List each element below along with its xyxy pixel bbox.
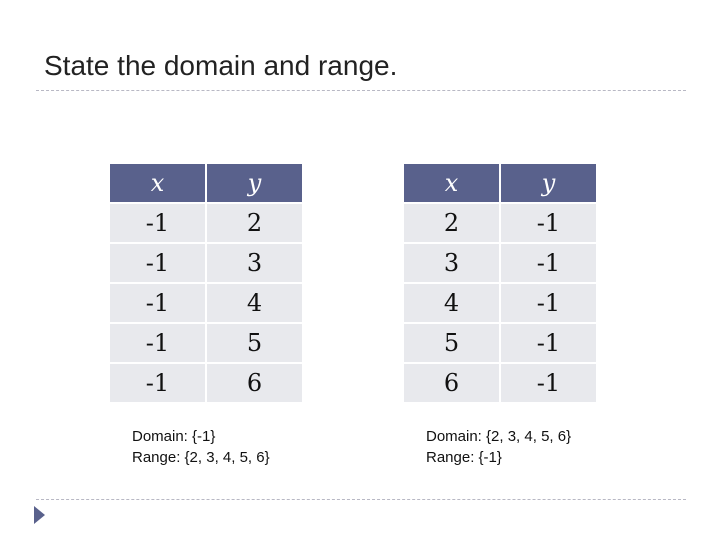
cell-y: -1 (501, 244, 596, 282)
triangle-bullet-icon (34, 506, 45, 524)
answer-right: Domain: {2, 3, 4, 5, 6} Range: {-1} (426, 426, 616, 468)
cell-x: -1 (110, 364, 205, 402)
cell-y: 3 (207, 244, 302, 282)
table-row: -1 5 (110, 324, 302, 362)
cell-x: -1 (110, 324, 205, 362)
table-left: x y -1 2 -1 3 -1 4 -1 5 -1 6 (108, 162, 304, 404)
table-right: x y 2 -1 3 -1 4 -1 5 -1 6 -1 (402, 162, 598, 404)
cell-x: 6 (404, 364, 499, 402)
cell-y: -1 (501, 204, 596, 242)
range-answer: Range: {-1} (426, 449, 502, 466)
range-answer: Range: {2, 3, 4, 5, 6} (132, 449, 270, 466)
table-row: -1 6 (110, 364, 302, 402)
table-row: 3 -1 (404, 244, 596, 282)
header-x: x (110, 164, 205, 202)
table-row: 6 -1 (404, 364, 596, 402)
cell-x: 2 (404, 204, 499, 242)
cell-y: 4 (207, 284, 302, 322)
table-header-row: x y (404, 164, 596, 202)
header-x: x (404, 164, 499, 202)
answer-left: Domain: {-1} Range: {2, 3, 4, 5, 6} (132, 426, 292, 468)
cell-x: 3 (404, 244, 499, 282)
header-y: y (501, 164, 596, 202)
domain-answer: Domain: {2, 3, 4, 5, 6} (426, 428, 572, 445)
domain-answer: Domain: {-1} (132, 428, 216, 445)
footer-divider (36, 499, 686, 500)
table-header-row: x y (110, 164, 302, 202)
table-row: -1 2 (110, 204, 302, 242)
cell-x: -1 (110, 204, 205, 242)
cell-y: 2 (207, 204, 302, 242)
cell-y: -1 (501, 284, 596, 322)
cell-x: 4 (404, 284, 499, 322)
cell-y: 6 (207, 364, 302, 402)
cell-x: -1 (110, 284, 205, 322)
table-row: 5 -1 (404, 324, 596, 362)
header-y: y (207, 164, 302, 202)
table-row: 2 -1 (404, 204, 596, 242)
cell-y: -1 (501, 364, 596, 402)
table-row: -1 4 (110, 284, 302, 322)
slide-title: State the domain and range. (44, 50, 398, 81)
table-row: 4 -1 (404, 284, 596, 322)
table-row: -1 3 (110, 244, 302, 282)
cell-x: -1 (110, 244, 205, 282)
title-divider (36, 90, 686, 91)
cell-y: 5 (207, 324, 302, 362)
cell-y: -1 (501, 324, 596, 362)
cell-x: 5 (404, 324, 499, 362)
